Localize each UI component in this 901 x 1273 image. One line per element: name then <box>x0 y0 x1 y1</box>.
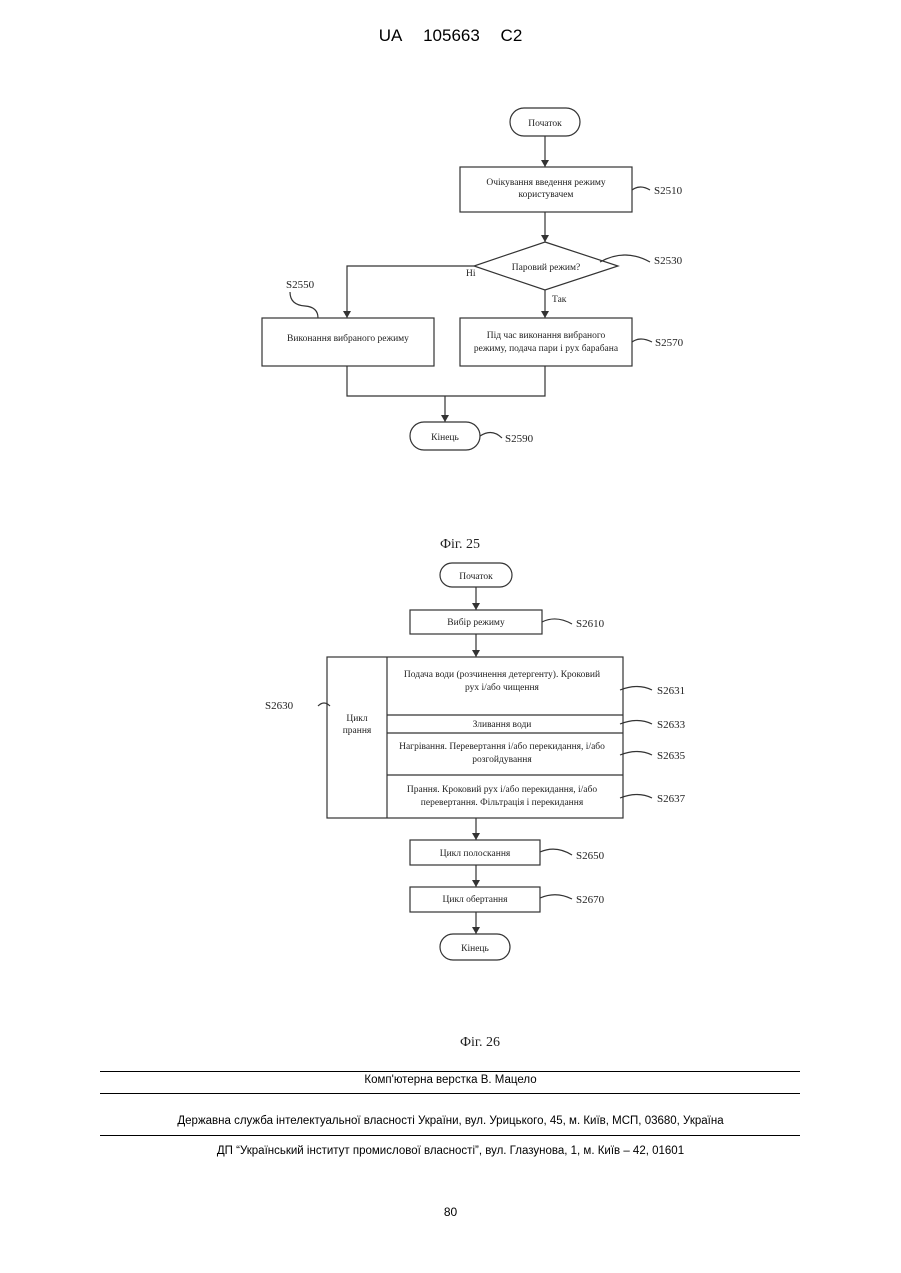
fig26-s2635-text-line1: Нагрівання. Перевертання і/або перекидан… <box>399 741 605 752</box>
fig25-end-label: Кінець <box>431 433 459 443</box>
fig26-step-s2670: S2670 <box>576 894 605 906</box>
fig26-step-s2635: S2635 <box>657 750 686 762</box>
fig25-s2510-text-line1: Очікування введення режиму <box>486 178 606 188</box>
fig25-s2570-text-line2: режиму, подача пари і рух барабана <box>474 343 619 354</box>
fig26-caption: Фіг. 26 <box>460 1035 500 1050</box>
fig26-wash-cycle-line1: Цикл <box>346 714 368 724</box>
fig26-step-s2630: S2630 <box>265 700 294 712</box>
connector-no <box>347 266 474 318</box>
fig26-s2650-text: Цикл полоскання <box>440 849 511 859</box>
connector-merge <box>347 366 545 396</box>
typesetting-credit: Комп'ютерна верстка В. Мацело <box>0 1074 901 1086</box>
fig25-caption: Фіг. 25 <box>440 537 480 552</box>
fig26-start-label: Початок <box>459 572 493 582</box>
leader-line <box>540 895 572 899</box>
fig26-s2637-text-line2: перевертання. Фільтрація і перекидання <box>421 798 584 808</box>
fig25-s2570-text-line1: Під час виконання вибраного <box>487 330 606 341</box>
footer-rule <box>100 1093 800 1094</box>
leader-line <box>632 187 650 190</box>
leader-line <box>318 703 330 706</box>
leader-line <box>620 721 652 725</box>
fig26-s2637-text-line1: Прання. Кроковий рух і/або перекидання, … <box>407 784 597 795</box>
leader-line <box>632 339 652 342</box>
fig25-yes-label: Так <box>552 295 567 305</box>
fig26-step-s2650: S2650 <box>576 850 605 862</box>
fig25-step-s2550: S2550 <box>286 279 315 291</box>
fig25-step-s2510: S2510 <box>654 185 683 197</box>
leader-line <box>600 255 650 262</box>
fig25-labels: Початок Очікування введення режиму корис… <box>286 119 684 552</box>
figure-25 <box>262 108 652 450</box>
fig25-start-label: Початок <box>528 119 562 129</box>
fig26-arrowheads <box>472 603 480 934</box>
fig26-end-label: Кінець <box>461 944 489 954</box>
fig25-no-label: Ні <box>466 269 476 279</box>
leader-line <box>290 292 318 318</box>
leader-line <box>620 795 652 799</box>
fig25-step-s2530: S2530 <box>654 255 683 267</box>
ip-service-address: Державна служба інтелектуальної власност… <box>0 1115 901 1127</box>
fig26-s2670-text: Цикл обертання <box>443 894 509 905</box>
fig25-step-s2590: S2590 <box>505 433 534 445</box>
fig26-step-s2633: S2633 <box>657 719 686 731</box>
leader-line <box>540 849 572 855</box>
fig26-s2610-text: Вибір режиму <box>447 617 505 628</box>
fig26-s2631-text-line1: Подача води (розчинення детергенту). Кро… <box>404 669 600 680</box>
leader-line <box>620 752 652 756</box>
fig25-step-s2570: S2570 <box>655 337 684 349</box>
fig26-step-s2631: S2631 <box>657 685 685 697</box>
fig26-s2635-text-line2: розгойдування <box>472 754 532 765</box>
fig26-step-s2637: S2637 <box>657 793 686 805</box>
fig25-s2510-text-line2: користувачем <box>519 190 574 200</box>
fig25-decision-label: Паровий режим? <box>512 262 580 273</box>
institute-address: ДП “Український інститут промислової вла… <box>0 1145 901 1157</box>
leader-line <box>542 619 572 624</box>
fig26-s2633-text: Зливання води <box>473 720 532 730</box>
footer-rule <box>100 1071 800 1072</box>
fig26-wash-cycle-line2: прання <box>343 726 372 736</box>
leader-line <box>620 687 652 691</box>
fig26-step-s2610: S2610 <box>576 618 605 630</box>
fig25-s2550-text: Виконання вибраного режиму <box>287 333 409 344</box>
footer-rule <box>100 1135 800 1136</box>
leader-line <box>480 432 502 438</box>
fig26-s2631-text-line2: рух і/або чищення <box>465 682 540 693</box>
fig25-s2570-box <box>460 318 632 366</box>
page-number: 80 <box>0 1205 901 1219</box>
